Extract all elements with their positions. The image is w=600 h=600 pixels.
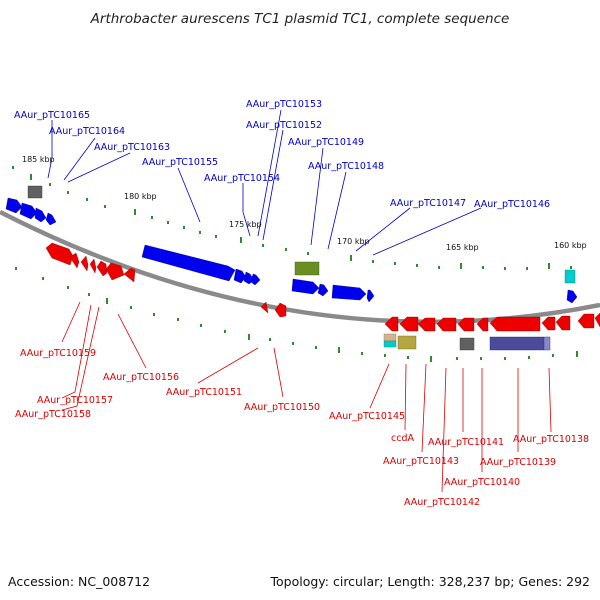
gene-arrow-forward [331,284,367,301]
scale-label-170: 170 kbp [337,237,370,246]
gene-label: AAur_pTC10152 [246,120,322,131]
gene-arrow-forward [291,278,320,295]
gene-label: AAur_pTC10142 [404,497,480,508]
gene-arrow-reverse [89,258,97,274]
gene-label: AAur_pTC10146 [474,199,550,210]
scale-label-165: 165 kbp [446,243,479,252]
gene-arrow-forward [34,207,47,223]
gene-box-slate [489,336,545,351]
reverse-gene-other-track [383,333,551,351]
gene-arrow-forward [250,273,261,286]
gene-label: AAur_pTC10150 [244,402,320,413]
gene-label: AAur_pTC10163 [94,142,170,153]
reverse-leader-lines [61,301,552,493]
gene-label: AAur_pTC10158 [15,409,91,420]
gene-box-khaki [397,335,417,350]
gene-arrow-forward [5,197,23,214]
gene-arrow-reverse [541,316,556,331]
scale-label-160: 160 kbp [554,241,587,250]
outer-tick-row [12,166,572,270]
gene-label: AAur_pTC10148 [308,161,384,172]
gene-arrow-forward [45,212,57,226]
gene-arrow-reverse [399,316,419,332]
gene-arrow-reverse [489,316,541,332]
gene-label: AAur_pTC10143 [383,456,459,467]
scale-label-185: 185 kbp [22,155,55,164]
gene-label: ccdA [391,433,414,444]
gene-label: AAur_pTC10141 [428,437,504,448]
gene-label: AAur_pTC10149 [288,137,364,148]
gene-arrow-reverse [96,260,108,277]
gene-arrow-forward [317,283,329,297]
gene-label: AAur_pTC10164 [49,126,125,137]
gene-label: AAur_pTC10151 [166,387,242,398]
gene-box-cyan [564,269,576,284]
gene-label: AAur_pTC10156 [103,372,179,383]
gene-label: AAur_pTC10154 [204,173,280,184]
gene-arrow-forward [19,202,38,220]
accession-text: Accession: NC_008712 [8,574,150,589]
forward-leader-lines [47,109,482,256]
gene-arrow-forward [233,268,247,284]
map-title: Arthrobacter aurescens TC1 plasmid TC1, … [90,11,510,27]
gene-arrow-forward [366,289,375,303]
gene-label: AAur_pTC10165 [14,110,90,121]
gene-label: AAur_pTC10138 [513,434,589,445]
gene-arrow-reverse [577,313,595,329]
gene-arrow-reverse [123,267,136,283]
gene-label: AAur_pTC10155 [142,157,218,168]
gene-label: AAur_pTC10139 [480,457,556,468]
gene-box-gray [459,337,475,351]
gene-arrow-reverse [555,315,571,331]
scale-labels: 185 kbp 180 kbp 175 kbp 170 kbp 165 kbp … [22,155,587,252]
gene-label: AAur_pTC10153 [246,99,322,110]
gene-arrow-reverse [80,255,89,272]
gene-box-olive [294,261,320,276]
gene-label: AAur_pTC10140 [444,477,520,488]
reverse-gene-track [45,242,600,332]
gene-arrow-reverse [436,317,457,332]
gene-arrow-reverse [384,316,399,332]
scale-label-175: 175 kbp [229,220,262,229]
gene-arrow-reverse [260,301,269,314]
forward-gene-labels: AAur_pTC10165 AAur_pTC10164 AAur_pTC1016… [14,99,550,210]
gene-arrow-reverse [69,252,80,269]
forward-gene-other-track [27,185,576,284]
gene-box-gray [27,185,43,199]
gene-label: AAur_pTC10145 [329,411,405,422]
gene-arrow-reverse [105,262,125,281]
gene-box-lavender [543,336,551,351]
gene-label: AAur_pTC10159 [20,348,96,359]
gene-arrow-reverse [594,312,600,328]
gene-arrow-reverse [274,302,287,318]
scale-label-180: 180 kbp [124,192,157,201]
gene-label: AAur_pTC10157 [37,395,113,406]
forward-gene-track [5,197,578,304]
gene-arrow-forward [566,289,578,304]
reverse-gene-labels: AAur_pTC10159 AAur_pTC10157 AAur_pTC1015… [15,348,589,508]
gene-arrow-reverse [417,317,436,332]
gene-box-cyan [383,340,397,348]
gene-arrow-reverse [476,317,489,332]
gene-arrow-reverse [457,317,475,332]
inner-tick-row [15,267,578,362]
gene-box-tan [383,333,397,342]
topology-summary: Topology: circular; Length: 328,237 bp; … [270,574,591,589]
gene-label: AAur_pTC10147 [390,198,466,209]
gene-arrow-forward [141,244,236,282]
